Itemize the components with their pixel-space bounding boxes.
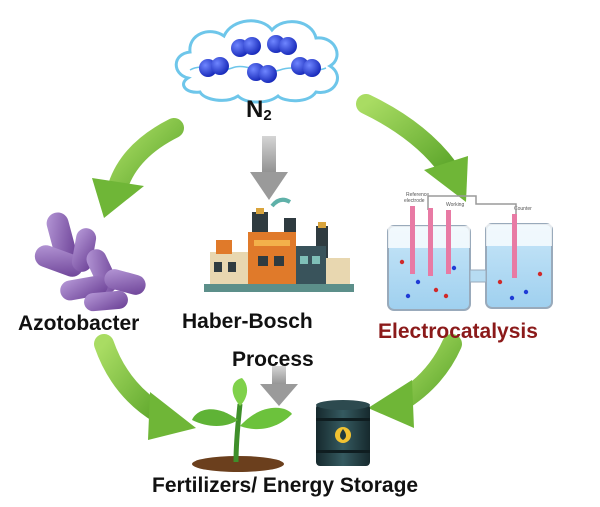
azotobacter-label: Azotobacter (18, 312, 140, 335)
electrolysis-cell-icon: Reference electrode Working Counter (387, 192, 553, 311)
svg-text:Working: Working (446, 202, 464, 208)
oil-barrel-icon (316, 400, 370, 466)
electrocatalysis-label: Electrocatalysis (378, 320, 538, 343)
factory-icon (204, 197, 354, 292)
n2-cloud-icon (174, 19, 339, 104)
arrow-n2-to-haber-bosch (250, 136, 288, 200)
n2-label-main: N (246, 96, 264, 123)
svg-text:Reference: Reference (406, 192, 429, 198)
process-label: Process (232, 348, 314, 371)
bacteria-icon (34, 212, 146, 312)
arrow-azotobacter-to-fertilizers (94, 334, 196, 440)
n2-molecules (199, 35, 321, 83)
plant-sprout-icon (192, 378, 292, 472)
svg-text:electrode: electrode (404, 198, 425, 204)
arrow-n2-to-electrocatalysis (356, 94, 468, 202)
arrow-n2-to-azotobacter (92, 118, 184, 218)
arrow-electrocatalysis-to-storage (368, 334, 462, 428)
svg-text:Counter: Counter (514, 206, 532, 212)
arrow-process-to-fertilizers (260, 366, 298, 406)
haber-bosch-label: Haber-Bosch (182, 310, 313, 333)
n2-label-subscript: 2 (263, 107, 272, 124)
n2-label: N2 (246, 96, 272, 124)
fertilizers-energy-storage-label: Fertilizers/ Energy Storage (152, 474, 419, 497)
